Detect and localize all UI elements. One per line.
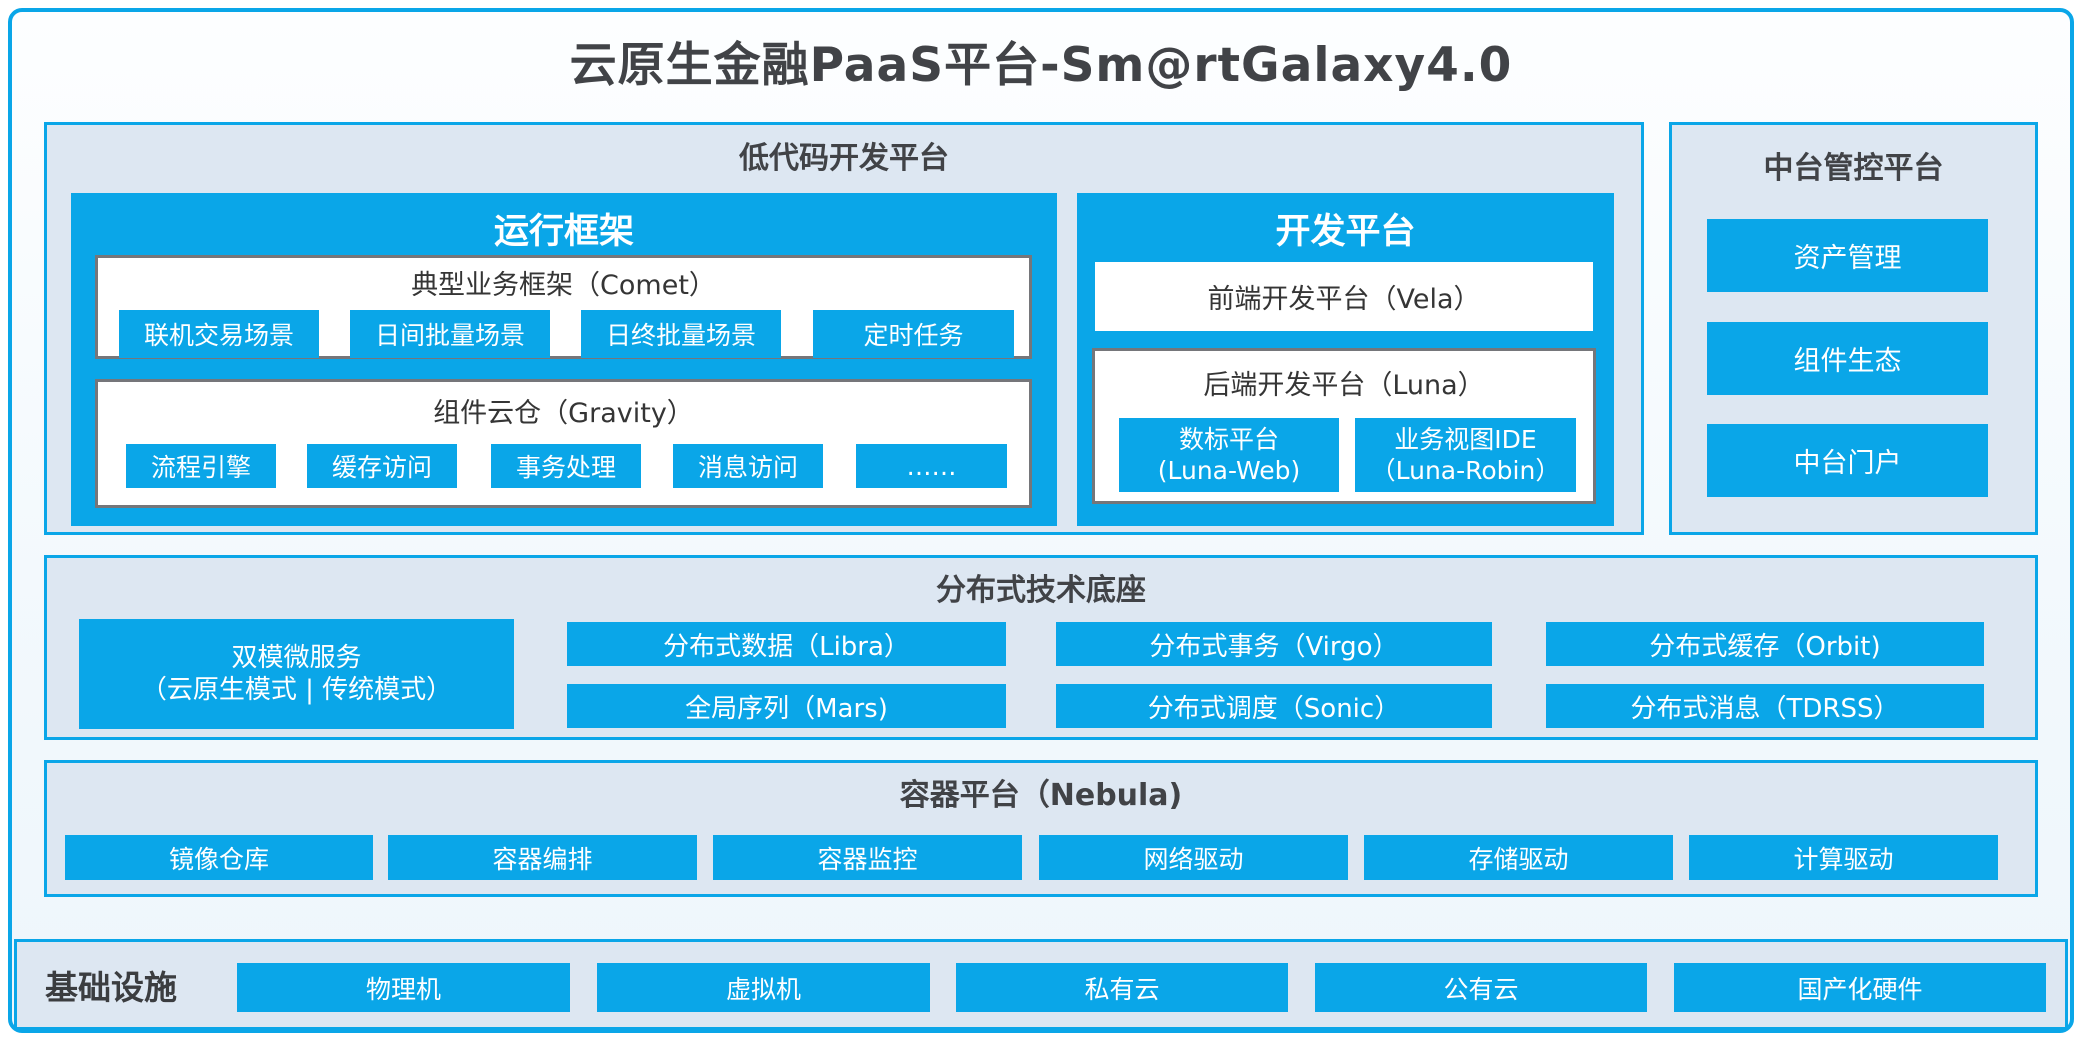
page-title: 云原生金融PaaS平台-Sm@rtGalaxy4.0 [569, 38, 1513, 93]
infrastructure-item-public-cloud: 公有云 [1315, 963, 1647, 1012]
container-panel: 容器平台（Nebula) 镜像仓库 容器编排 容器监控 网络驱动 存储驱动 计算… [44, 760, 2038, 897]
container-title: 容器平台（Nebula) [899, 778, 1183, 813]
midplatform-panel: 中台管控平台 资产管理 组件生态 中台门户 [1669, 122, 2038, 535]
distributed-title: 分布式技术底座 [936, 573, 1146, 608]
infrastructure-label: 基础设施 [45, 967, 177, 1007]
container-item-monitoring: 容器监控 [713, 835, 1022, 880]
container-item-compute-driver: 计算驱动 [1689, 835, 1998, 880]
luna-item-web-name: 数标平台 [1178, 424, 1279, 454]
midplatform-item-asset-management: 资产管理 [1707, 219, 1988, 292]
gravity-item-transaction: 事务处理 [491, 444, 641, 488]
container-item-network-driver: 网络驱动 [1039, 835, 1348, 880]
distributed-item-message-tdrss: 分布式消息（TDRSS） [1546, 684, 1984, 728]
gravity-item-message-access: 消息访问 [673, 444, 823, 488]
luna-item-robin-name: 业务视图IDE [1394, 424, 1537, 454]
comet-item-eod-batch: 日终批量场景 [581, 310, 781, 358]
midplatform-item-component-ecosystem: 组件生态 [1707, 322, 1988, 395]
luna-box: 后端开发平台（Luna） 数标平台 (Luna-Web) 业务视图IDE （Lu… [1092, 348, 1596, 504]
container-item-storage-driver: 存储驱动 [1364, 835, 1673, 880]
micro-line2: （云原生模式 | 传统模式） [140, 675, 453, 705]
luna-title: 后端开发平台（Luna） [1203, 370, 1485, 401]
infrastructure-item-physical-machine: 物理机 [237, 963, 570, 1012]
midplatform-item-portal: 中台门户 [1707, 424, 1988, 497]
gravity-title: 组件云仓（Gravity） [433, 398, 694, 429]
comet-box: 典型业务框架（Comet） 联机交易场景 日间批量场景 日终批量场景 定时任务 [95, 255, 1032, 359]
midplatform-title: 中台管控平台 [1763, 151, 1944, 186]
vela-box: 前端开发平台（Vela） [1095, 262, 1593, 331]
infrastructure-item-domestic-hardware: 国产化硬件 [1674, 963, 2046, 1012]
infrastructure-item-virtual-machine: 虚拟机 [597, 963, 930, 1012]
distributed-item-scheduler-sonic: 分布式调度（Sonic） [1056, 684, 1492, 728]
luna-item-web: 数标平台 (Luna-Web) [1119, 418, 1339, 492]
container-item-orchestration: 容器编排 [388, 835, 697, 880]
comet-item-scheduled-task: 定时任务 [813, 310, 1014, 358]
gravity-item-process-engine: 流程引擎 [126, 444, 276, 488]
luna-item-robin: 业务视图IDE （Luna-Robin） [1355, 418, 1576, 492]
infrastructure-item-private-cloud: 私有云 [956, 963, 1288, 1012]
distributed-item-sequence-mars: 全局序列（Mars) [567, 684, 1006, 728]
comet-item-daytime-batch: 日间批量场景 [350, 310, 550, 358]
distributed-item-cache-orbit: 分布式缓存（Orbit) [1546, 622, 1984, 666]
dev-panel: 开发平台 前端开发平台（Vela） 后端开发平台（Luna） 数标平台 (Lun… [1077, 193, 1614, 526]
distributed-item-data-libra: 分布式数据（Libra） [567, 622, 1006, 666]
distributed-item-dual-mode-microservices: 双模微服务 （云原生模式 | 传统模式） [79, 619, 514, 729]
infrastructure-bar: 基础设施 物理机 虚拟机 私有云 公有云 国产化硬件 [14, 939, 2068, 1030]
comet-item-online-trading: 联机交易场景 [119, 310, 319, 358]
gravity-item-ellipsis: …… [856, 444, 1007, 488]
distributed-item-transaction-virgo: 分布式事务（Virgo） [1056, 622, 1492, 666]
lowcode-panel: 低代码开发平台 运行框架 典型业务框架（Comet） 联机交易场景 日间批量场景… [44, 122, 1644, 535]
lowcode-title: 低代码开发平台 [739, 141, 949, 176]
luna-item-robin-code: （Luna-Robin） [1370, 456, 1561, 485]
dev-title: 开发平台 [1275, 212, 1416, 252]
comet-title: 典型业务框架（Comet） [411, 270, 716, 301]
luna-item-web-code: (Luna-Web) [1157, 456, 1301, 485]
vela-label: 前端开发平台（Vela） [1207, 284, 1481, 315]
micro-line1: 双模微服务 [231, 642, 362, 673]
distributed-panel: 分布式技术底座 双模微服务 （云原生模式 | 传统模式） 分布式数据（Libra… [44, 555, 2038, 740]
runtime-title: 运行框架 [493, 212, 634, 252]
gravity-box: 组件云仓（Gravity） 流程引擎 缓存访问 事务处理 消息访问 …… [95, 379, 1032, 508]
container-item-image-registry: 镜像仓库 [65, 835, 373, 880]
runtime-panel: 运行框架 典型业务框架（Comet） 联机交易场景 日间批量场景 日终批量场景 … [71, 193, 1057, 526]
gravity-item-cache-access: 缓存访问 [307, 444, 457, 488]
